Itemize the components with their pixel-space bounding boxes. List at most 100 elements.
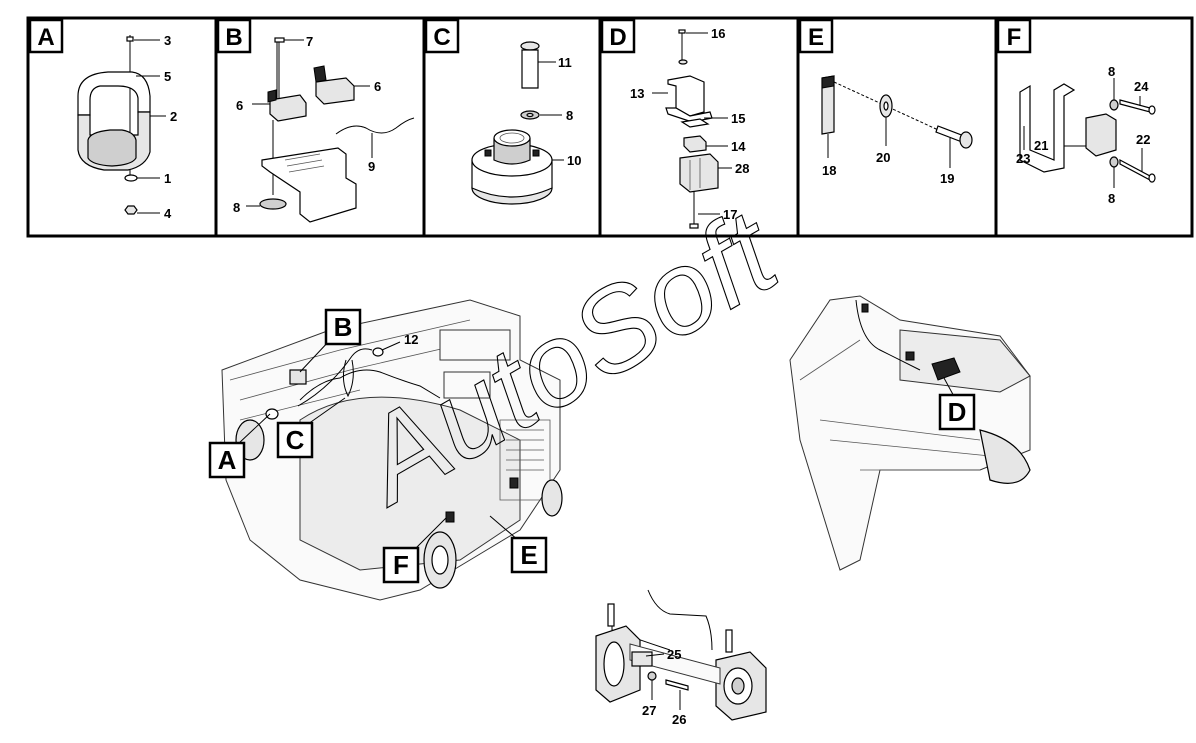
machine-left-view (221, 299, 563, 601)
panel-d: D 16 13 15 14 28 17 (600, 18, 749, 229)
callout-f: F (382, 546, 420, 584)
switch-a-marker (265, 408, 279, 420)
label-8-f-top: 8 (1108, 64, 1115, 79)
callout-b: B (324, 308, 362, 346)
frame-beam (899, 329, 1031, 393)
label-6b: 6 (374, 79, 381, 94)
callout-e: E (510, 536, 548, 574)
switch-f-marker (445, 511, 455, 523)
wheel-rear (541, 479, 563, 517)
switch-b-marker (289, 369, 307, 385)
label-2: 2 (170, 109, 177, 124)
bolt-26 (665, 679, 689, 691)
spacer-14 (683, 135, 707, 153)
label-26: 26 (672, 712, 686, 727)
panel-c-letter: C (433, 24, 450, 51)
bolt-11-shaft (521, 49, 539, 89)
label-14: 14 (731, 139, 746, 154)
switch-6-left-lever (267, 89, 277, 103)
svg-text:F: F (393, 550, 409, 580)
nut-4 (124, 205, 138, 215)
panel-b-tab (216, 18, 252, 54)
wire-9 (335, 117, 415, 135)
label-19: 19 (940, 171, 954, 186)
washer-1 (124, 174, 138, 182)
rear-axle-view (595, 589, 767, 721)
callout-d: D (938, 393, 976, 431)
sensor-21 (1085, 113, 1117, 157)
washer-8-f-bottom (1109, 156, 1119, 168)
cable-12 (299, 369, 441, 401)
label-7: 7 (306, 34, 313, 49)
label-1: 1 (164, 171, 171, 186)
svg-text:D: D (948, 397, 967, 427)
label-15: 15 (731, 111, 745, 126)
svg-text:A: A (218, 445, 237, 475)
washer-27 (647, 671, 657, 681)
brake-25 (631, 651, 653, 667)
mount-bracket (261, 147, 357, 223)
bolt-19-head (959, 131, 973, 149)
label-24: 24 (1134, 79, 1149, 94)
label-12: 12 (404, 332, 418, 347)
panel-f: F 8 24 23 21 22 8 (996, 18, 1156, 206)
svg-text:C: C (286, 425, 305, 455)
label-9: 9 (368, 159, 375, 174)
panel-d-tab (600, 18, 636, 54)
panel-f-tab (996, 18, 1032, 54)
brake-line (647, 589, 713, 651)
switch-e-marker (509, 477, 519, 489)
block-28 (679, 153, 719, 193)
svg-text:E: E (520, 540, 537, 570)
switch-6-left (269, 94, 307, 122)
panel-strip-frame (26, 16, 1194, 238)
svg-text:B: B (334, 312, 353, 342)
label-8-f-bottom: 8 (1108, 191, 1115, 206)
label-21: 21 (1034, 138, 1048, 153)
label-16: 16 (711, 26, 725, 41)
label-20: 20 (876, 150, 890, 165)
plate-15 (680, 118, 710, 128)
panel-a-letter: A (37, 24, 54, 51)
label-18: 18 (822, 163, 836, 178)
label-4: 4 (164, 206, 172, 221)
washer-8-b (259, 198, 287, 210)
label-6a: 6 (236, 98, 243, 113)
switch-d-marker (931, 357, 961, 381)
panel-a-tab (28, 18, 64, 54)
panel-c: C 11 8 10 (424, 18, 581, 205)
panel-e-letter: E (808, 24, 824, 51)
panel-d-letter: D (609, 24, 626, 51)
label-25: 25 (667, 647, 681, 662)
panel-b: B 7 6 6 9 8 (216, 18, 415, 223)
washer-8-f-top (1109, 99, 1119, 111)
screw-17-head (689, 223, 699, 229)
sensor-block (87, 129, 137, 167)
switch-6-right-lever (313, 65, 327, 83)
label-17: 17 (723, 207, 737, 222)
wheel-right (979, 429, 1031, 484)
label-5: 5 (164, 69, 171, 84)
callout-a: A (208, 441, 246, 479)
label-22: 22 (1136, 132, 1150, 147)
label-23: 23 (1016, 151, 1030, 166)
label-3: 3 (164, 33, 171, 48)
label-10: 10 (567, 153, 581, 168)
chassis-lower (299, 396, 521, 571)
cover-2-top (77, 71, 151, 116)
panel-strip (26, 16, 1194, 238)
top-plate (439, 329, 511, 361)
panel-a: A 3 5 2 1 4 (28, 18, 177, 221)
machine-right-view (789, 295, 1031, 571)
switch-cluster (443, 371, 491, 399)
switch-6-right (315, 77, 355, 105)
panel-c-tab (424, 18, 460, 54)
panel-e-tab (798, 18, 834, 54)
bracket-23 (1019, 83, 1076, 173)
label-28: 28 (735, 161, 749, 176)
label-11: 11 (558, 55, 572, 70)
label-27: 27 (642, 703, 656, 718)
bolt-24 (1119, 99, 1151, 113)
